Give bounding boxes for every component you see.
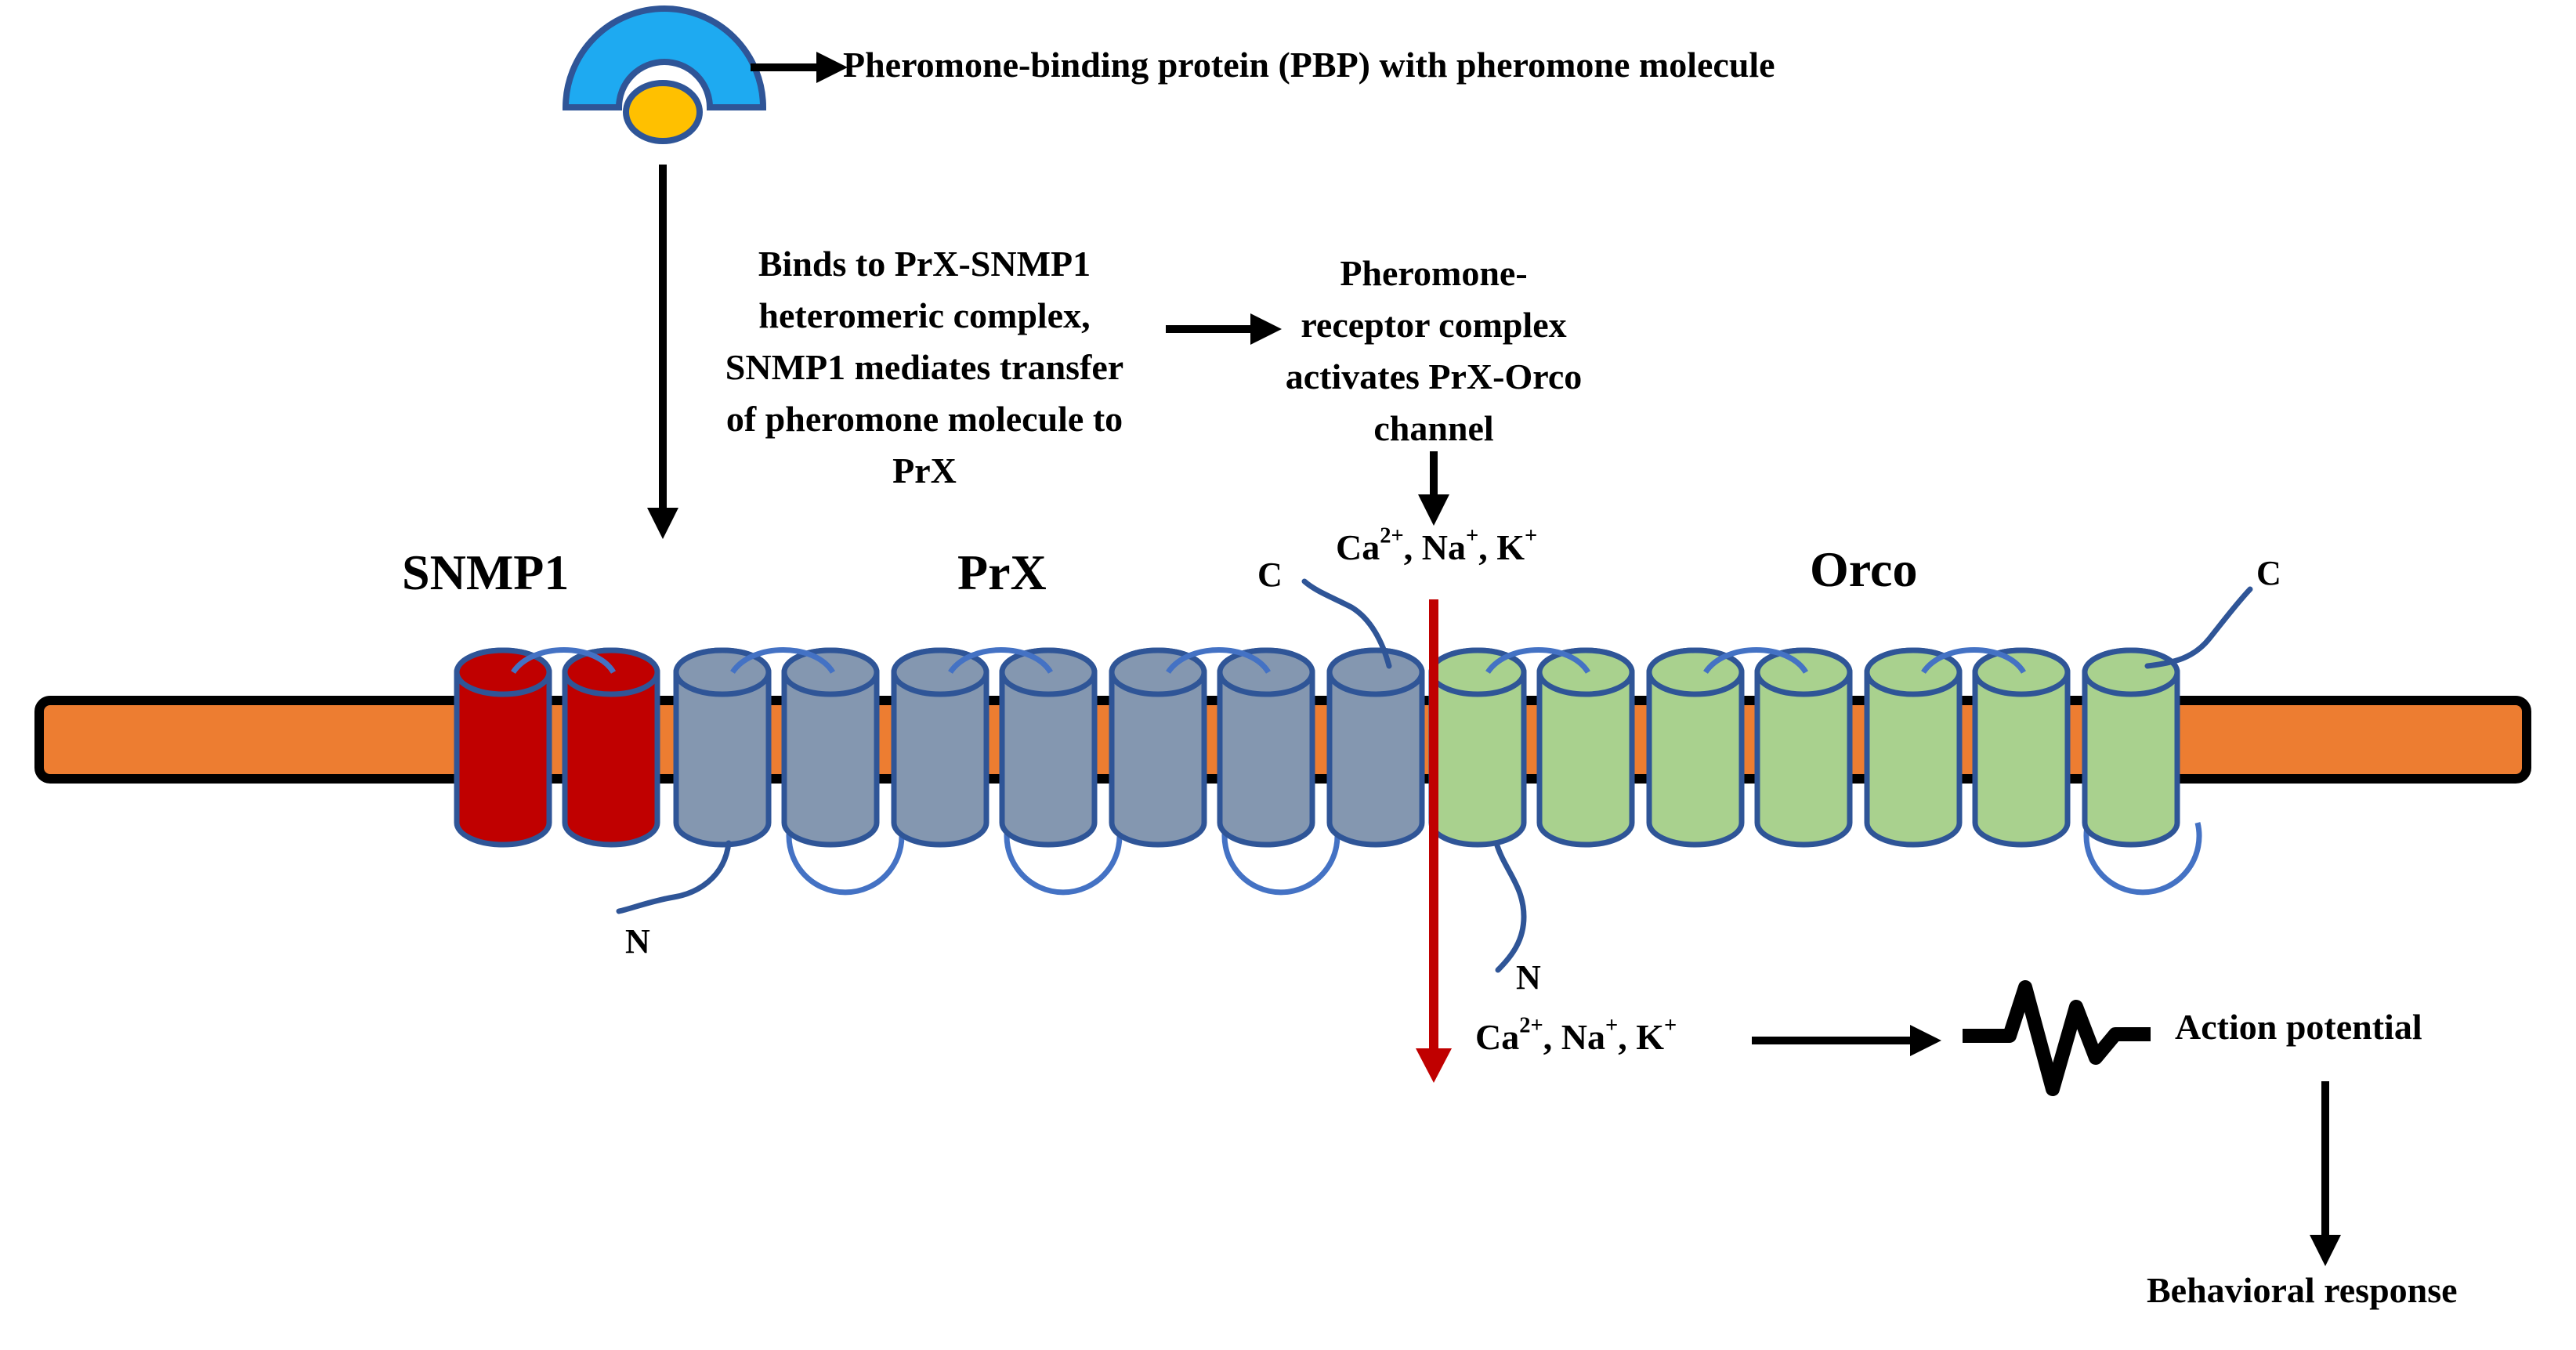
pbp-label: Pheromone-binding protein (PBP) with phe…: [843, 45, 1775, 85]
prx-helix: [1109, 647, 1207, 848]
prx-helix: [1326, 647, 1425, 848]
orco-c-tail: [2144, 586, 2253, 669]
prx-helix: [673, 647, 772, 848]
orco-helix: [1972, 647, 2071, 848]
snmp1-label: SNMP1: [402, 545, 570, 600]
step2-line: receptor complex: [1301, 305, 1567, 345]
step1-line: heteromeric complex,: [758, 295, 1091, 335]
ions-extracellular: Ca2+, Na+, K+: [1336, 523, 1538, 567]
orco-n-terminus-label: N: [1516, 958, 1541, 997]
orco-helix: [1428, 647, 1527, 848]
prx-c-terminus-label: C: [1257, 556, 1283, 594]
extracellular-loops: [511, 647, 2026, 675]
orco-label: Orco: [1810, 541, 1918, 597]
transmembrane-helices: [454, 647, 2180, 848]
step1-line: of pheromone molecule to: [725, 399, 1123, 439]
snmp1-helix: [562, 647, 660, 848]
step2-line: activates PrX-Orco: [1285, 357, 1583, 396]
orco-helix: [1536, 647, 1635, 848]
orco-helix: [2082, 647, 2180, 848]
orco-c-terminus-label: C: [2256, 554, 2281, 592]
pheromone-molecule-icon: [623, 80, 703, 144]
ion-flow-arrowhead: [1416, 1048, 1452, 1083]
step1-text: Binds to PrX-SNMP1 heteromeric complex, …: [662, 238, 1187, 497]
behavioral-response-label: Behavioral response: [2147, 1270, 2458, 1310]
pbp-protein-icon: [562, 5, 767, 110]
prx-helix: [999, 647, 1098, 848]
prx-helix: [781, 647, 880, 848]
prx-helix: [1217, 647, 1315, 848]
snmp1-helix: [454, 647, 552, 848]
orco-helix: [1754, 647, 1853, 848]
step2-text: Pheromone- receptor complex activates Pr…: [1230, 248, 1637, 454]
termini-tails: [616, 578, 2253, 973]
step2-line: channel: [1373, 408, 1494, 448]
step2-line: Pheromone-: [1340, 253, 1528, 293]
snmp1-n-terminus-label: N: [625, 922, 650, 961]
step1-line: SNMP1 mediates transfer: [725, 347, 1124, 387]
step1-line: PrX: [892, 451, 957, 490]
intracellular-loops: [786, 822, 2202, 896]
orco-n-tail: [1493, 840, 1527, 973]
prx-c-tail: [1301, 578, 1392, 669]
orco-helix: [1646, 647, 1745, 848]
snmp1-n-tail: [616, 840, 732, 914]
step1-line: Binds to PrX-SNMP1: [758, 244, 1091, 284]
orco-helix: [1864, 647, 1963, 848]
action-potential-label: Action potential: [2175, 1007, 2422, 1047]
prx-label: PrX: [957, 545, 1047, 600]
ions-intracellular: Ca2+, Na+, K+: [1475, 1013, 1677, 1057]
prx-helix: [891, 647, 990, 848]
action-potential-icon: [1963, 980, 2151, 1096]
